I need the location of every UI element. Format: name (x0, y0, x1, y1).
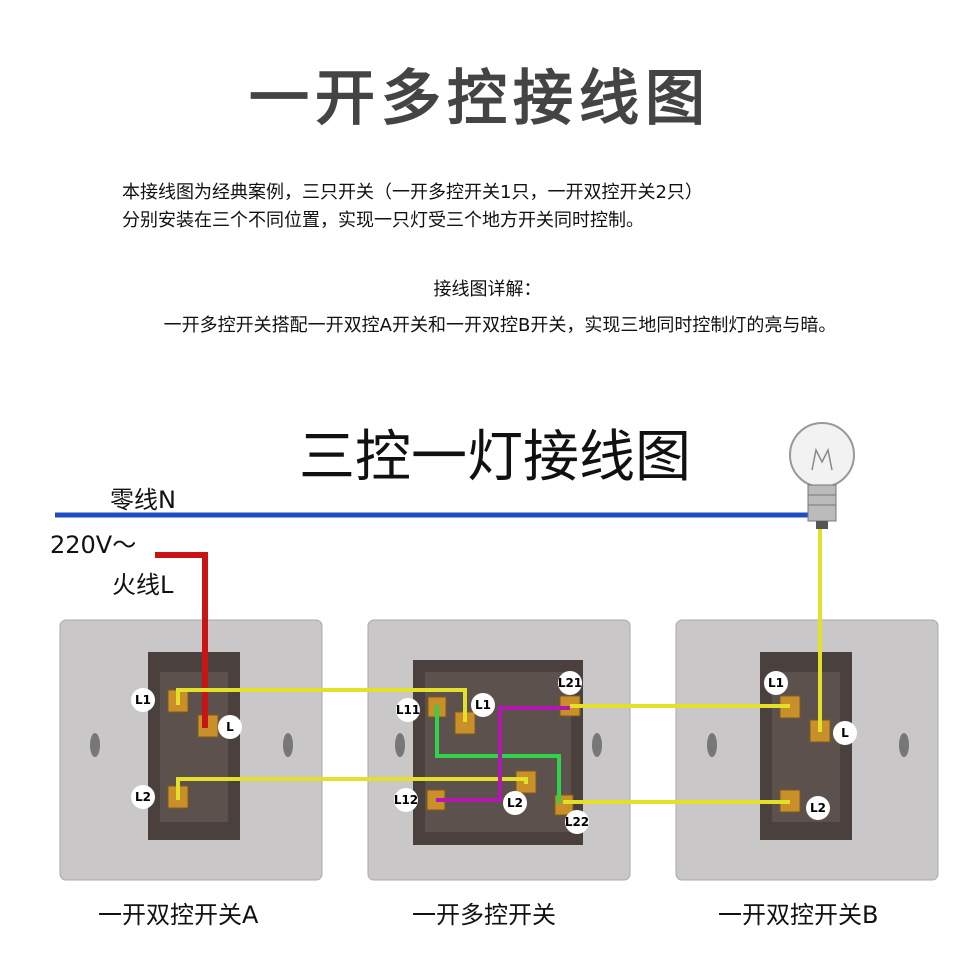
diagram-title: 三控一灯接线图 (299, 425, 691, 490)
terminal-badge (503, 791, 527, 815)
terminal-badge (471, 693, 495, 717)
switch-a-label: 一开双控开关A (98, 901, 259, 929)
multi-switch-label: 一开多控开关 (412, 901, 556, 929)
terminal-badge (565, 810, 589, 834)
terminal-label-l22: L22 (565, 815, 589, 829)
terminal-label-l2: L2 (810, 801, 826, 815)
live-label: 火线L (112, 571, 174, 599)
switch-b-panel (675, 619, 939, 881)
terminal-badge (131, 688, 155, 712)
terminal-badge (833, 721, 857, 745)
terminal-label-l: L (226, 720, 234, 734)
terminal-badge (394, 788, 418, 812)
neutral-label: 零线N (110, 486, 176, 514)
terminal-label-l11: L11 (396, 703, 420, 717)
terminal-badge (131, 785, 155, 809)
terminal-label-l1: L1 (768, 676, 784, 690)
intro-line-2: 分别安装在三个不同位置，实现一只灯受三个地方开关同时控制。 (122, 210, 644, 231)
terminal-label-l2: L2 (135, 790, 151, 804)
terminal-badge (806, 796, 830, 820)
terminal-label-l1: L1 (475, 698, 491, 712)
switched-wires (176, 528, 822, 804)
intro-line-1: 本接线图为经典案例，三只开关（一开多控开关1只，一开双控开关2只） (122, 182, 703, 203)
terminal-badge (764, 671, 788, 695)
purple-jumper (436, 706, 570, 802)
live-wire (155, 552, 208, 728)
page-title: 一开多控接线图 (249, 64, 711, 134)
terminal-badge (558, 671, 582, 695)
light-bulb-icon (789, 422, 855, 529)
voltage-label: 220V～ (50, 531, 137, 559)
switch-b-label: 一开双控开关B (718, 901, 879, 929)
terminal-label-l: L (841, 726, 849, 740)
detail-text: 一开多控开关搭配一开双控A开关和一开双控B开关，实现三地同时控制灯的亮与暗。 (163, 315, 837, 336)
switch-a-panel (59, 619, 323, 881)
terminal-badge (218, 715, 242, 739)
terminal-label-l12: L12 (394, 793, 418, 807)
terminal-label-l2: L2 (507, 796, 523, 810)
terminal-label-l21: L21 (558, 676, 582, 690)
terminal-badge (396, 698, 420, 722)
detail-heading: 接线图详解： (433, 279, 542, 300)
terminal-label-l1: L1 (135, 693, 151, 707)
